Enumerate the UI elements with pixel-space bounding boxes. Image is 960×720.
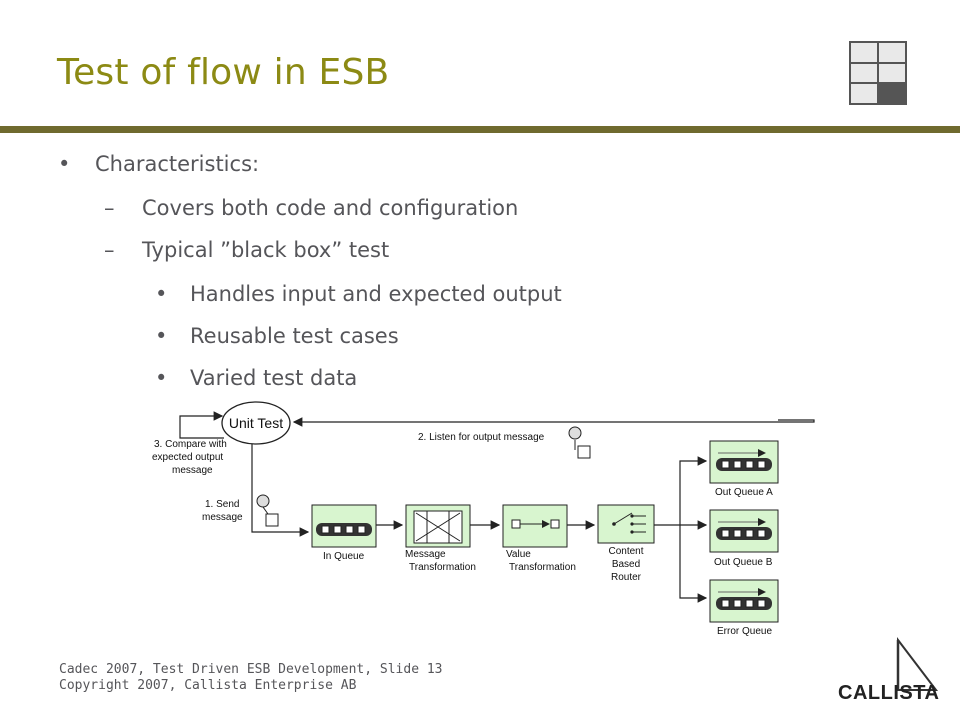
router-label-3: Router <box>611 572 642 583</box>
unit-test-node: Unit Test <box>221 401 291 445</box>
msg-transform-label-1: Message <box>405 549 446 560</box>
value-transformation-node: Value Transformation <box>502 504 576 573</box>
title-divider <box>0 126 960 133</box>
out-queue-a-label: Out Queue A <box>715 487 773 498</box>
send-label-2: message <box>202 512 243 523</box>
bullet-covers: Covers both code and configuration <box>142 196 519 220</box>
message-transformation-node: Message Transformation <box>405 504 476 573</box>
in-queue-node: In Queue <box>311 504 377 562</box>
value-transform-label-2: Transformation <box>509 562 576 573</box>
unit-test-label: Unit Test <box>229 415 283 431</box>
bullet-dash: – <box>104 238 115 262</box>
bullet-varied: Varied test data <box>190 366 358 390</box>
bullet-dash: – <box>104 196 115 220</box>
bullet-handles: Handles input and expected output <box>190 282 562 306</box>
bullet-characteristics: Characteristics: <box>95 152 260 176</box>
error-queue-node: Error Queue <box>709 579 779 637</box>
router-label-1: Content <box>608 546 643 557</box>
footer-copyright: Copyright 2007, Callista Enterprise AB <box>59 678 357 693</box>
value-transform-label-1: Value <box>506 549 531 560</box>
bullet-dot: • <box>155 324 168 348</box>
error-queue-label: Error Queue <box>717 626 772 637</box>
listen-arrow <box>292 417 815 427</box>
compare-label-3: message <box>172 465 213 476</box>
msg-transform-label-2: Transformation <box>409 562 476 573</box>
send-arrow <box>251 444 310 537</box>
in-queue-label: In Queue <box>323 551 365 562</box>
out-queue-b-node: Out Queue B <box>709 509 779 568</box>
bullet-reusable: Reusable test cases <box>190 324 399 348</box>
compare-label-2: expected output <box>152 452 223 463</box>
route-arrow-a <box>654 456 708 526</box>
bullet-black-box: Typical ”black box” test <box>142 238 390 262</box>
callista-triangle-icon <box>896 637 939 691</box>
out-queue-b-label: Out Queue B <box>714 557 773 568</box>
out-queue-a-node: Out Queue A <box>709 440 779 498</box>
unit-test-loop <box>179 411 224 439</box>
router-label-2: Based <box>612 559 640 570</box>
bullet-dot: • <box>58 152 71 176</box>
listener-probe-icon <box>568 426 591 459</box>
sender-probe-icon <box>256 494 279 527</box>
slide-title: Test of flow in ESB <box>57 52 390 93</box>
route-arrow-error <box>679 525 708 603</box>
listen-label: 2. Listen for output message <box>418 432 545 443</box>
callista-logo: CALLISTA <box>838 682 940 704</box>
grid-logo-icon <box>849 41 907 105</box>
bullet-dot: • <box>155 282 168 306</box>
footer-slide-info: Cadec 2007, Test Driven ESB Development,… <box>59 662 443 677</box>
content-based-router-node: Content Based Router <box>597 504 655 583</box>
bullet-dot: • <box>155 366 168 390</box>
send-label-1: 1. Send <box>205 499 239 510</box>
compare-label-1: 3. Compare with <box>154 439 227 450</box>
